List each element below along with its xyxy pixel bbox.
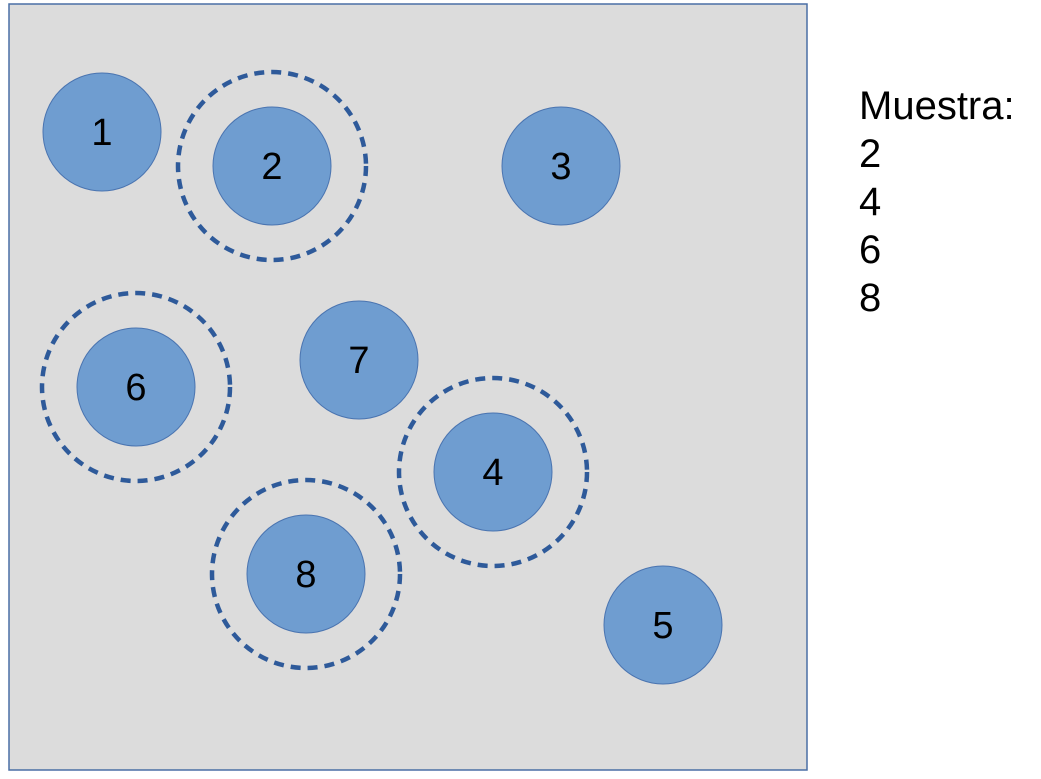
unit-label: 3 xyxy=(550,146,571,188)
population-unit-7: 7 xyxy=(299,300,419,420)
unit-label: 6 xyxy=(125,367,146,409)
selected-ring xyxy=(175,69,369,263)
population-unit-2: 2 xyxy=(175,69,369,263)
unit-circle xyxy=(76,327,196,447)
legend-item: 6 xyxy=(859,228,882,272)
unit-circle xyxy=(501,106,621,226)
selected-ring xyxy=(209,477,403,671)
unit-label: 4 xyxy=(482,452,503,494)
population-unit-3: 3 xyxy=(501,106,621,226)
selected-ring xyxy=(396,375,590,569)
unit-label: 5 xyxy=(652,605,673,647)
legend-item: 8 xyxy=(859,276,882,320)
unit-circle xyxy=(212,106,332,226)
circles-layer: 1 2 3 4 5 6 7 8 xyxy=(39,69,723,685)
unit-circle xyxy=(603,565,723,685)
unit-circle xyxy=(42,72,162,192)
legend-item: 2 xyxy=(859,132,882,176)
population-unit-5: 5 xyxy=(603,565,723,685)
unit-circle xyxy=(299,300,419,420)
unit-label: 8 xyxy=(295,554,316,596)
sample-legend: Muestra: 2 4 6 8 xyxy=(859,82,1015,322)
unit-label: 2 xyxy=(261,146,282,188)
population-unit-6: 6 xyxy=(39,290,233,484)
population-unit-1: 1 xyxy=(42,72,162,192)
legend-item: 4 xyxy=(859,180,882,224)
legend-title: Muestra: xyxy=(859,84,1015,128)
population-unit-4: 4 xyxy=(396,375,590,569)
unit-label: 7 xyxy=(348,340,369,382)
unit-circle xyxy=(246,514,366,634)
selected-ring xyxy=(39,290,233,484)
unit-circle xyxy=(433,412,553,532)
unit-label: 1 xyxy=(91,112,112,154)
population-unit-8: 8 xyxy=(209,477,403,671)
